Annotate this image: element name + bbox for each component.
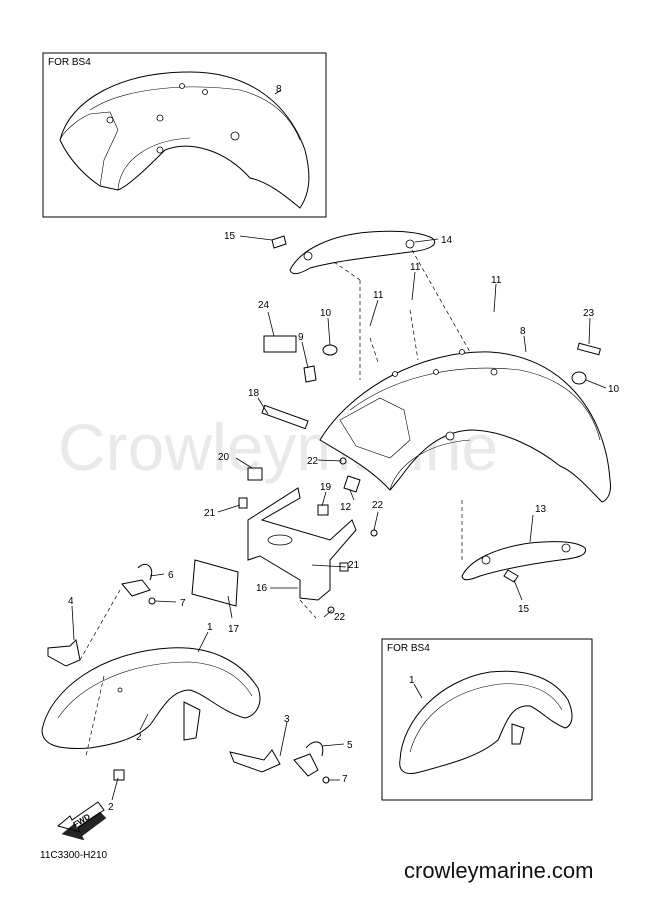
callout-19: 19 [320, 482, 332, 493]
callout-2-a: 2 [136, 732, 142, 743]
callout-8: 8 [520, 326, 526, 337]
callout-22-b: 22 [372, 500, 384, 511]
inset-title-rear: FOR BS4 [48, 57, 91, 68]
front-fender-main [41, 647, 261, 749]
callout-11-a: 11 [410, 262, 421, 273]
callout-6: 6 [168, 570, 174, 581]
callout-5: 5 [347, 740, 353, 751]
callout-20: 20 [218, 452, 230, 463]
callout-22-a: 22 [307, 456, 319, 467]
diagram-code: 11C3300-H210 [40, 850, 108, 861]
leader-lines [71, 235, 607, 801]
rear-fender-main [319, 349, 611, 503]
inset-title-front: FOR BS4 [387, 643, 430, 654]
callout-15-bottom: 15 [518, 604, 530, 615]
callout-18: 18 [248, 388, 260, 399]
license-bracket-assembly [191, 335, 602, 607]
inset-box-bs4-front: FOR BS4 [381, 638, 593, 801]
callout-1: 1 [207, 622, 213, 633]
inset-box-bs4-rear: FOR BS4 8 [42, 52, 327, 218]
callout-2-b: 2 [108, 802, 114, 813]
callout-11-b: 11 [373, 290, 384, 301]
callout-13: 13 [535, 504, 547, 515]
callout-10-b: 10 [608, 384, 620, 395]
callout-21-a: 21 [204, 508, 216, 519]
callout-4: 4 [68, 596, 74, 607]
callout-10-a: 10 [320, 308, 332, 319]
callout-24: 24 [258, 300, 270, 311]
callout-21-b: 21 [348, 560, 360, 571]
callout-1-inset: 1 [409, 675, 415, 686]
grab-bar-14 [289, 230, 436, 275]
grab-bar-13 [461, 541, 587, 581]
callout-11-c: 11 [491, 275, 502, 286]
callout-7-a: 7 [180, 598, 186, 609]
callout-7-b: 7 [342, 774, 348, 785]
footer-url: crowleymarine.com [404, 858, 594, 883]
callout-14: 14 [441, 235, 453, 246]
callout-12: 12 [340, 502, 352, 513]
callout-labels: 15 14 11 11 11 24 10 9 8 23 10 18 20 22 … [68, 231, 620, 813]
callout-15-top: 15 [224, 231, 236, 242]
callout-22-c: 22 [334, 612, 346, 623]
fwd-arrow-icon: FWD [56, 801, 107, 841]
callout-23: 23 [583, 308, 595, 319]
callout-3: 3 [284, 714, 290, 725]
callout-9: 9 [298, 332, 304, 343]
callout-8-inset: 8 [276, 84, 282, 95]
rear-fender-inset-drawing [59, 71, 310, 209]
callout-16: 16 [256, 583, 268, 594]
callout-17: 17 [228, 624, 240, 635]
